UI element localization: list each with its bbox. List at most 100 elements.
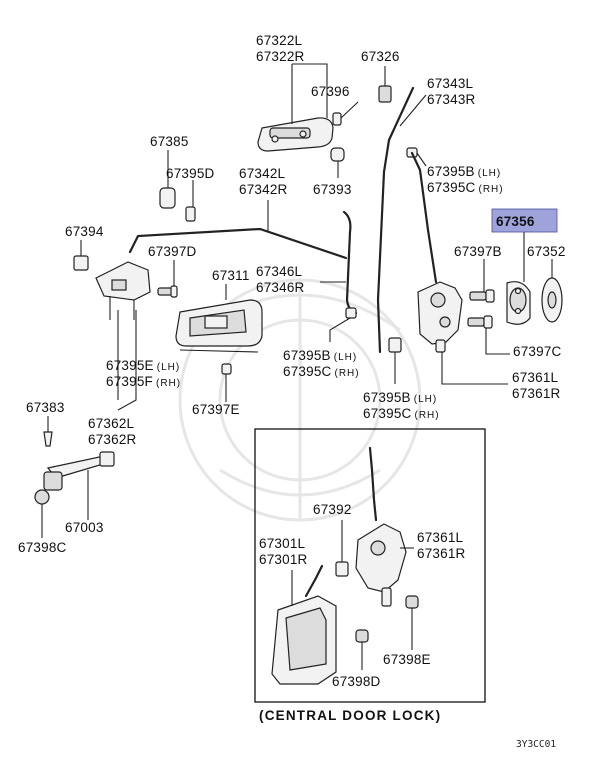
label-67385: 67385 <box>150 134 189 149</box>
figure-code: 3Y3CC01 <box>516 739 556 750</box>
label-67301l: 67301L <box>259 536 306 551</box>
grommet-67385-part <box>159 187 176 209</box>
label-67395b-top-side: (LH) <box>478 168 501 179</box>
pin-67383-part <box>43 431 53 447</box>
label-67398e: 67398E <box>383 652 431 667</box>
label-67395b-top-code: 67395B <box>427 164 475 179</box>
label-67395c-mid: 67395C(RH) <box>283 364 360 379</box>
label-67398d: 67398D <box>332 674 381 689</box>
bushing-67393-part <box>330 147 345 162</box>
label-67395b-mid: 67395B(LH) <box>283 348 357 363</box>
label-67362r: 67362R <box>88 432 137 447</box>
label-67395e-code: 67395E <box>106 358 154 373</box>
label-67392: 67392 <box>313 502 352 517</box>
label-67395e: 67395E(LH) <box>106 358 180 373</box>
outside-handle-part <box>257 117 334 152</box>
label-67395d: 67395D <box>166 166 215 181</box>
label-67342l: 67342L <box>239 166 286 181</box>
label-67398c: 67398C <box>18 540 67 555</box>
clip-67392-part <box>335 561 349 577</box>
rod-67343 <box>376 86 415 354</box>
label-67397c: 67397C <box>513 344 562 359</box>
label-67322l: 67322L <box>256 33 303 48</box>
label-67326: 67326 <box>361 49 400 64</box>
label-67395c-top-code: 67395C <box>427 180 476 195</box>
clip-67395bc-mid-part <box>345 307 357 319</box>
handle-bracket-67362-part <box>95 261 151 320</box>
label-67395c-top: 67395C(RH) <box>427 180 504 195</box>
label-67361l-top: 67361L <box>512 370 559 385</box>
leader-67396 <box>340 101 359 119</box>
label-67346l: 67346L <box>256 264 303 279</box>
label-67356: 67356 <box>496 214 535 229</box>
central-latch-part <box>355 523 407 607</box>
central-door-lock-title: (CENTRAL DOOR LOCK) <box>259 708 441 723</box>
striker-67356-part <box>506 281 531 325</box>
clip-67395bc-low-part <box>388 337 402 353</box>
label-67301r: 67301R <box>259 552 308 567</box>
label-67361r-box: 67361R <box>417 546 466 561</box>
bolt-67398c-part <box>34 489 50 505</box>
label-67361r-top: 67361R <box>512 386 561 401</box>
rod-to-latch <box>410 151 438 284</box>
label-67395c-top-side: (RH) <box>479 184 504 195</box>
label-67395c-low-side: (RH) <box>415 410 440 421</box>
leader-67322 <box>291 63 328 124</box>
label-67362l: 67362L <box>88 416 135 431</box>
screw-67396-part <box>332 112 342 126</box>
screw-67397b-part <box>469 289 495 303</box>
clip-67395d-part <box>185 206 196 222</box>
label-67395b-mid-side: (LH) <box>334 352 357 363</box>
label-67003: 67003 <box>65 520 104 535</box>
central-door-lock-box <box>254 428 486 703</box>
rod-67346 <box>342 210 358 315</box>
label-67397d: 67397D <box>148 244 197 259</box>
central-rod <box>368 446 378 522</box>
label-67395b-top: 67395B(LH) <box>427 164 501 179</box>
label-67397b: 67397B <box>454 244 502 259</box>
screw-67398e-part <box>405 595 419 609</box>
inside-handle-67311-part <box>175 299 263 347</box>
door-lock-latch-part <box>417 281 463 353</box>
label-67393: 67393 <box>313 182 352 197</box>
leader-67395ef <box>179 349 259 353</box>
label-67383: 67383 <box>26 400 65 415</box>
label-67395c-mid-code: 67395C <box>283 364 332 379</box>
leader-67362 <box>117 310 137 411</box>
label-67395b-low-code: 67395B <box>363 390 411 405</box>
label-67361l-box: 67361L <box>417 530 464 545</box>
leader-67343 <box>399 94 427 127</box>
labels: 67322L 67322R 67326 67343L 67343R 67396 … <box>18 33 566 750</box>
label-67342r: 67342R <box>239 182 288 197</box>
screw-67397d-part <box>157 285 178 298</box>
label-67395b-mid-code: 67395B <box>283 348 331 363</box>
label-67395f-side: (RH) <box>156 378 181 389</box>
clip-67326-part <box>378 85 392 103</box>
label-67322r: 67322R <box>256 49 305 64</box>
label-67343l: 67343L <box>427 76 474 91</box>
label-67394: 67394 <box>65 224 104 239</box>
screw-67397c-part <box>467 315 493 329</box>
leader-67395bc-top <box>416 152 427 167</box>
actuator-67301-part <box>271 564 337 685</box>
leader-67395bc-mid <box>329 317 351 342</box>
leader-67397c <box>485 328 510 355</box>
label-67395f: 67395F(RH) <box>106 374 181 389</box>
screw-67397e-part <box>221 363 232 375</box>
label-67311: 67311 <box>212 268 250 283</box>
shim-67352-part <box>541 277 563 323</box>
label-67395b-low: 67395B(LH) <box>363 390 437 405</box>
label-67395f-code: 67395F <box>106 374 153 389</box>
label-67352: 67352 <box>527 244 566 259</box>
screw-67398d-part <box>355 629 369 643</box>
label-67395e-side: (LH) <box>157 362 180 373</box>
rod-67342 <box>128 227 348 260</box>
watermark-emblem <box>178 278 422 522</box>
label-67395c-low-code: 67395C <box>363 406 412 421</box>
label-67396: 67396 <box>311 84 350 99</box>
leader-67361-top <box>441 352 508 385</box>
label-67395c-mid-side: (RH) <box>335 368 360 379</box>
label-67346r: 67346R <box>256 280 305 295</box>
highlight-67356 <box>491 208 558 233</box>
